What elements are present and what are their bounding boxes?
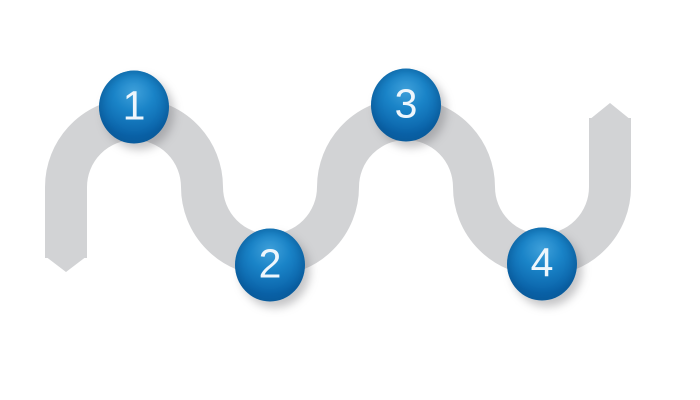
path-end-tip [589, 103, 631, 120]
step-number-1: 1 [122, 82, 146, 129]
step-number-3: 3 [394, 80, 418, 127]
step-number-2: 2 [258, 240, 282, 287]
path-start-tip [45, 256, 87, 272]
step-node-3: 3 [371, 68, 441, 142]
step-node-4: 4 [507, 227, 577, 301]
step-node-2: 2 [235, 228, 305, 302]
step-node-1: 1 [99, 70, 169, 144]
step-number-4: 4 [530, 239, 554, 286]
